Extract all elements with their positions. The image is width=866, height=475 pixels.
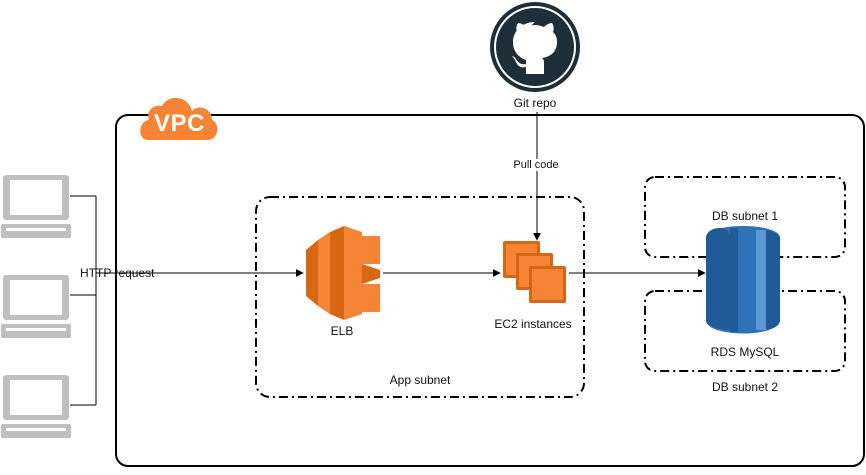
vpc-cloud-icon — [140, 97, 218, 140]
http-request-label: HTTP request — [80, 266, 155, 280]
github-octocat-icon — [490, 2, 580, 92]
client-laptop-2 — [1, 275, 71, 338]
app-subnet-label: App subnet — [389, 373, 451, 387]
ec2-label: EC2 instances — [494, 317, 572, 331]
git-repo-label: Git repo — [513, 96, 557, 110]
laptop-icon — [1, 175, 71, 238]
db-subnet-1-label: DB subnet 1 — [711, 209, 779, 223]
clients-bracket — [70, 195, 97, 406]
aws-ec2-icon — [503, 241, 566, 303]
pull-code-label: Pull code — [511, 159, 561, 171]
app-subnet-boundary — [255, 196, 585, 398]
aws-rds-icon — [706, 226, 780, 334]
db-subnet-2-label: DB subnet 2 — [711, 380, 779, 394]
laptop-icon — [1, 375, 71, 438]
vpc-boundary — [115, 114, 865, 467]
vpc-badge-label: VPC — [154, 110, 205, 137]
elb-label: ELB — [330, 324, 354, 338]
client-laptop-1 — [1, 175, 71, 238]
laptop-icon — [1, 275, 71, 338]
rds-label: RDS MySQL — [710, 345, 780, 359]
aws-elb-icon — [306, 226, 380, 320]
client-laptop-3 — [1, 375, 71, 438]
